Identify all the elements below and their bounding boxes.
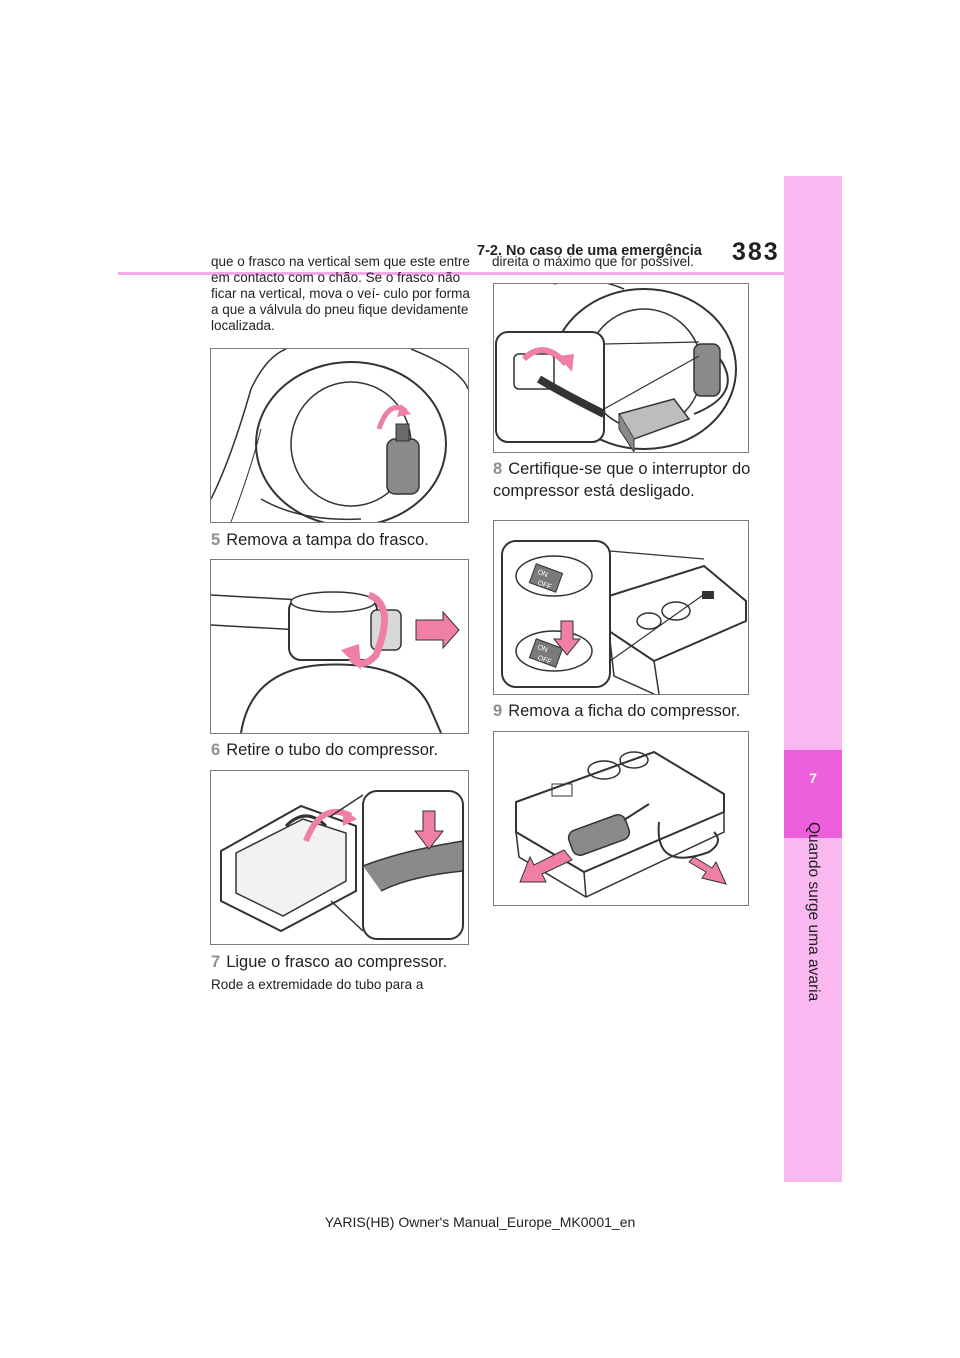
bottle-tire-illustration	[211, 349, 468, 522]
continuation-paragraph: direita o máximo que for possível.	[492, 254, 694, 269]
figure-remove-plug	[493, 731, 749, 906]
step-9-number: 9	[493, 702, 503, 720]
figure-switch-off: ON OFF ON OFF	[493, 520, 749, 695]
remove-hose-illustration	[220, 790, 464, 940]
switch-off-illustration: ON OFF ON OFF	[501, 540, 747, 694]
step-6: 6 Retire o tubo do compressor.	[211, 739, 473, 761]
step-6-text: Retire o tubo do compressor.	[226, 741, 439, 759]
figure-remove-cap	[210, 559, 469, 734]
connect-bottle-illustration	[495, 284, 737, 452]
chapter-title: Quando surge uma avaria	[805, 822, 822, 1002]
step-7-number: 7	[211, 953, 221, 971]
step-9: 9 Remova a ficha do compressor.	[493, 700, 755, 722]
step-5-number: 5	[211, 531, 221, 549]
intro-paragraph: que o frasco na vertical sem que este en…	[211, 254, 470, 333]
switch-on-label-bottom: ON	[536, 644, 548, 654]
remove-cap-illustration	[211, 591, 460, 733]
footer-text: YARIS(HB) Owner's Manual_Europe_MK0001_e…	[324, 1214, 636, 1230]
switch-off-label-bottom: OFF	[537, 655, 553, 666]
step-7: 7 Ligue o frasco ao compressor.	[211, 951, 473, 973]
figure-connect-bottle	[493, 283, 749, 453]
header-divider	[118, 272, 784, 275]
step-5: 5 Remova a tampa do frasco.	[211, 529, 473, 551]
section-title: 7-2. No caso de uma emergência	[477, 243, 702, 259]
step-7-note: Rode a extremidade do tubo para a	[211, 977, 424, 992]
figure-remove-hose	[210, 770, 469, 945]
switch-on-label-top: ON	[536, 569, 548, 579]
chapter-number-tab	[784, 750, 842, 838]
step-7-text: Ligue o frasco ao compressor.	[226, 953, 448, 971]
switch-off-label-top: OFF	[537, 580, 553, 591]
chapter-number: 7	[809, 770, 817, 786]
step-5-text: Remova a tampa do frasco.	[226, 531, 429, 549]
step-9-text: Remova a ficha do compressor.	[508, 702, 741, 720]
figure-bottle-upright	[210, 348, 469, 523]
step-8-number: 8	[493, 460, 503, 478]
step-6-number: 6	[211, 741, 221, 759]
page-number: 383	[732, 238, 780, 266]
remove-plug-illustration	[515, 750, 727, 898]
chapter-sidebar	[784, 176, 842, 1182]
step-8-text: Certifique-se que o interruptor do compr…	[493, 460, 751, 500]
